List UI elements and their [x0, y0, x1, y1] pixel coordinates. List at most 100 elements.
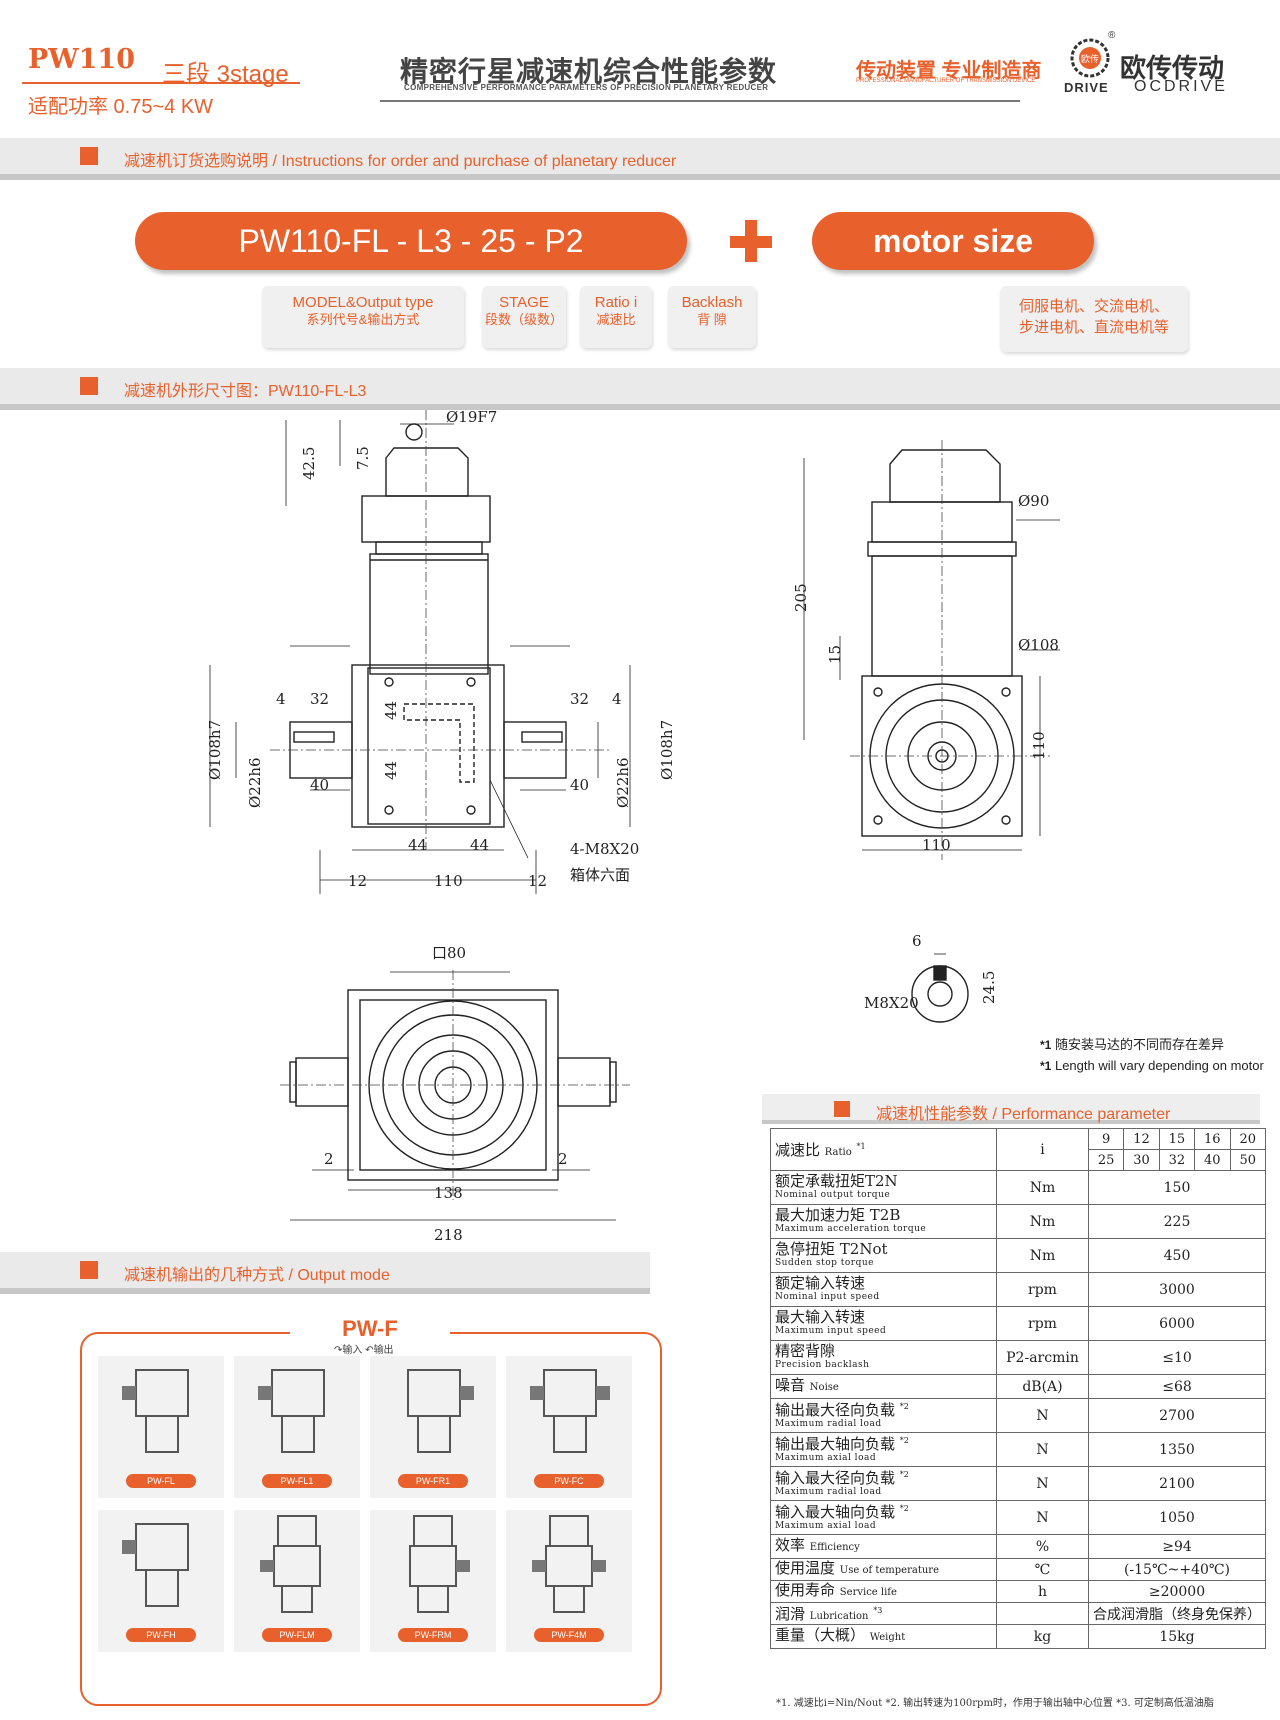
dim-d22-left: Ø22h6	[246, 757, 264, 808]
param-value: 150	[1088, 1170, 1266, 1205]
motor-size-pill: motor size	[812, 212, 1094, 270]
dim-2-left: 2	[324, 1150, 334, 1168]
output-mode-card: PW-FRM	[370, 1510, 496, 1652]
output-mode-card: PW-F4M	[506, 1510, 632, 1652]
dim-d19: Ø19F7	[446, 408, 498, 426]
section-dimension-bar: 减速机外形尺寸图：PW110-FL-L3	[0, 368, 1280, 410]
param-value: ≤10	[1088, 1340, 1266, 1375]
param-unit: Nm	[996, 1204, 1089, 1239]
param-value: ≤68	[1088, 1374, 1266, 1399]
dim-2-right: 2	[558, 1150, 568, 1168]
tag-backlash-cn: 背 隙	[697, 312, 727, 327]
tag-motor-line1: 伺服电机、交流电机、	[1018, 298, 1169, 315]
param-value: ≥20000	[1088, 1580, 1266, 1603]
table-row-ratio: 减速比 Ratio *1 i 9 12 15 16 20	[770, 1128, 1266, 1171]
dim-key-6: 6	[912, 932, 922, 950]
dim-32-left: 32	[310, 690, 330, 708]
order-code-pill: PW110-FL - L3 - 25 - P2	[135, 212, 687, 270]
tag-motor-line2: 步进电机、直流电机等	[1018, 319, 1169, 336]
dim-12-right: 12	[528, 872, 548, 890]
param-value: (-15℃~+40℃)	[1088, 1558, 1266, 1581]
output-mode-card: PW-FL1	[234, 1356, 360, 1498]
ratio-cell: 9	[1087, 1128, 1125, 1150]
param-unit: kg	[996, 1624, 1089, 1649]
front-view-drawing	[209, 410, 631, 894]
tag-stage-cn: 段数（级数）	[484, 312, 563, 327]
dim-d108-left: Ø108h7	[206, 719, 224, 780]
ratio-cell: 30	[1123, 1149, 1160, 1171]
model-title: PW110	[28, 44, 135, 75]
dim-h110-side: 110	[1030, 731, 1048, 760]
dim-110-front: 110	[434, 872, 463, 890]
section-square-icon	[80, 377, 98, 395]
param-value: ≥94	[1088, 1534, 1266, 1559]
dim-key-245: 24.5	[980, 970, 998, 1004]
tag-model-cn: 系列代号&输出方式	[306, 312, 420, 327]
key-detail-drawing	[911, 953, 969, 1023]
output-mode-label: PW-FL1	[262, 1474, 332, 1488]
header-underline	[22, 82, 300, 84]
ratio-cell: 20	[1229, 1128, 1266, 1150]
tag-stage-en: STAGE	[499, 294, 549, 311]
note-1-cn: *1 随安装马达的不同而存在差异	[1040, 1037, 1224, 1052]
perf-section-header: 减速机性能参数 / Performance parameter	[762, 1094, 1260, 1124]
output-mode-card: PW-FH	[98, 1510, 224, 1652]
dim-32-right: 32	[570, 690, 590, 708]
perf-section-title: 减速机性能参数 / Performance parameter	[876, 1106, 1171, 1123]
dim-m8-holes: 4-M8X20	[570, 840, 640, 858]
output-mode-label: PW-FLM	[262, 1628, 332, 1642]
param-unit: %	[996, 1534, 1089, 1559]
brand-name-cn: 欧传传动	[1120, 53, 1225, 83]
top-view-drawing	[280, 970, 630, 1221]
param-unit: N	[996, 1500, 1089, 1535]
perf-footnote: *1. 减速比i=Nin/Nout *2. 输出转速为100rpm时，作用于输出…	[776, 1698, 1214, 1709]
param-name: 使用寿命 Service life	[770, 1580, 997, 1603]
output-mode-label: PW-FH	[126, 1628, 196, 1642]
dim-h425: 42.5	[300, 446, 318, 480]
param-name: 重量（大概） Weight	[770, 1624, 997, 1649]
ratio-cell: 16	[1194, 1128, 1231, 1150]
ratio-cell: 50	[1229, 1149, 1266, 1171]
section-order-bar: 减速机订货选购说明 / Instructions for order and p…	[0, 138, 1280, 180]
power-label: 适配功率 0.75~4 KW	[28, 96, 214, 118]
param-name-ratio: 减速比 Ratio *1	[770, 1128, 997, 1171]
param-unit: rpm	[996, 1306, 1089, 1341]
param-unit: N	[996, 1432, 1089, 1467]
header-divider	[380, 100, 1020, 102]
dim-d108-side: Ø108	[1018, 636, 1059, 654]
param-unit: N	[996, 1466, 1089, 1501]
tag-ratio-en: Ratio i	[594, 294, 638, 311]
dim-4-left: 4	[276, 690, 286, 708]
param-name: 使用温度 Use of temperature	[770, 1558, 997, 1581]
param-unit: P2-arcmin	[996, 1340, 1089, 1375]
dim-218: 218	[434, 1226, 463, 1244]
param-value: 450	[1088, 1238, 1266, 1273]
dim-40-left: 40	[310, 776, 330, 794]
param-value: 15kg	[1088, 1624, 1266, 1649]
output-mode-card: PW-FL	[98, 1356, 224, 1498]
dim-12-left: 12	[348, 872, 368, 890]
param-name: 润滑 Lubrication *3	[770, 1602, 997, 1625]
dim-w110-side: 110	[922, 836, 951, 854]
ratio-cell: 25	[1087, 1149, 1125, 1171]
dim-d108-right: Ø108h7	[658, 719, 676, 780]
param-unit-ratio: i	[996, 1128, 1089, 1171]
param-unit: Nm	[996, 1170, 1089, 1205]
section-square-icon	[80, 147, 98, 165]
param-name: 噪音 Noise	[770, 1374, 997, 1399]
tag-stage: STAGE 段数（级数）	[482, 286, 566, 348]
